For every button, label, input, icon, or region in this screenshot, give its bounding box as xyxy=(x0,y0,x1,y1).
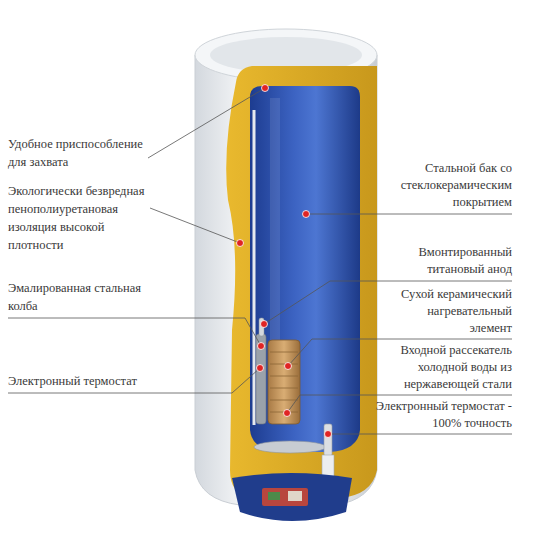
inner-rod xyxy=(253,110,256,425)
leader-line xyxy=(8,318,261,346)
callout-dot xyxy=(285,363,292,370)
callout-dot xyxy=(257,365,264,372)
outer-shell xyxy=(195,55,377,505)
callout-dot xyxy=(261,321,268,328)
control-board xyxy=(262,488,308,506)
flange xyxy=(254,441,326,453)
part-label: Электронный термостат xyxy=(8,372,158,390)
part-label: Экологически безвредная пенополиуретанов… xyxy=(8,182,158,254)
callout-dot xyxy=(237,240,244,247)
callout-dot xyxy=(303,211,310,218)
leader-line xyxy=(306,214,512,215)
callout-dot xyxy=(258,343,265,350)
part-label: Электронный термостат - 100% точность xyxy=(362,398,512,432)
leader-lines xyxy=(8,88,512,434)
insulation-foam xyxy=(226,66,377,498)
part-label: Удобное приспособление для захвата xyxy=(8,135,158,171)
leader-line xyxy=(150,208,240,243)
leader-line xyxy=(148,88,265,158)
part-label: Сухой керамический нагревательный элемен… xyxy=(387,286,512,337)
callout-dot xyxy=(284,410,291,417)
steel-tank xyxy=(250,86,360,452)
board-part xyxy=(268,492,280,500)
board-part xyxy=(288,491,302,501)
callout-dots xyxy=(237,85,332,438)
callout-dot xyxy=(262,85,269,92)
enamel-flask xyxy=(256,334,266,424)
bottom-cover xyxy=(232,473,352,521)
heating-element xyxy=(268,340,300,424)
thermostat-probe xyxy=(324,424,332,456)
leader-line xyxy=(328,434,512,435)
part-label: Эмалированная стальная колба xyxy=(8,279,158,315)
leader-line xyxy=(8,368,260,393)
water-pipe xyxy=(322,455,334,477)
part-label: Входной рассекатель холодной воды из нер… xyxy=(382,342,512,393)
callout-dot xyxy=(325,431,332,438)
part-label: Вмонтированный титановый анод xyxy=(387,244,512,278)
part-label: Стальной бак со стеклокерамическим покры… xyxy=(382,160,512,211)
